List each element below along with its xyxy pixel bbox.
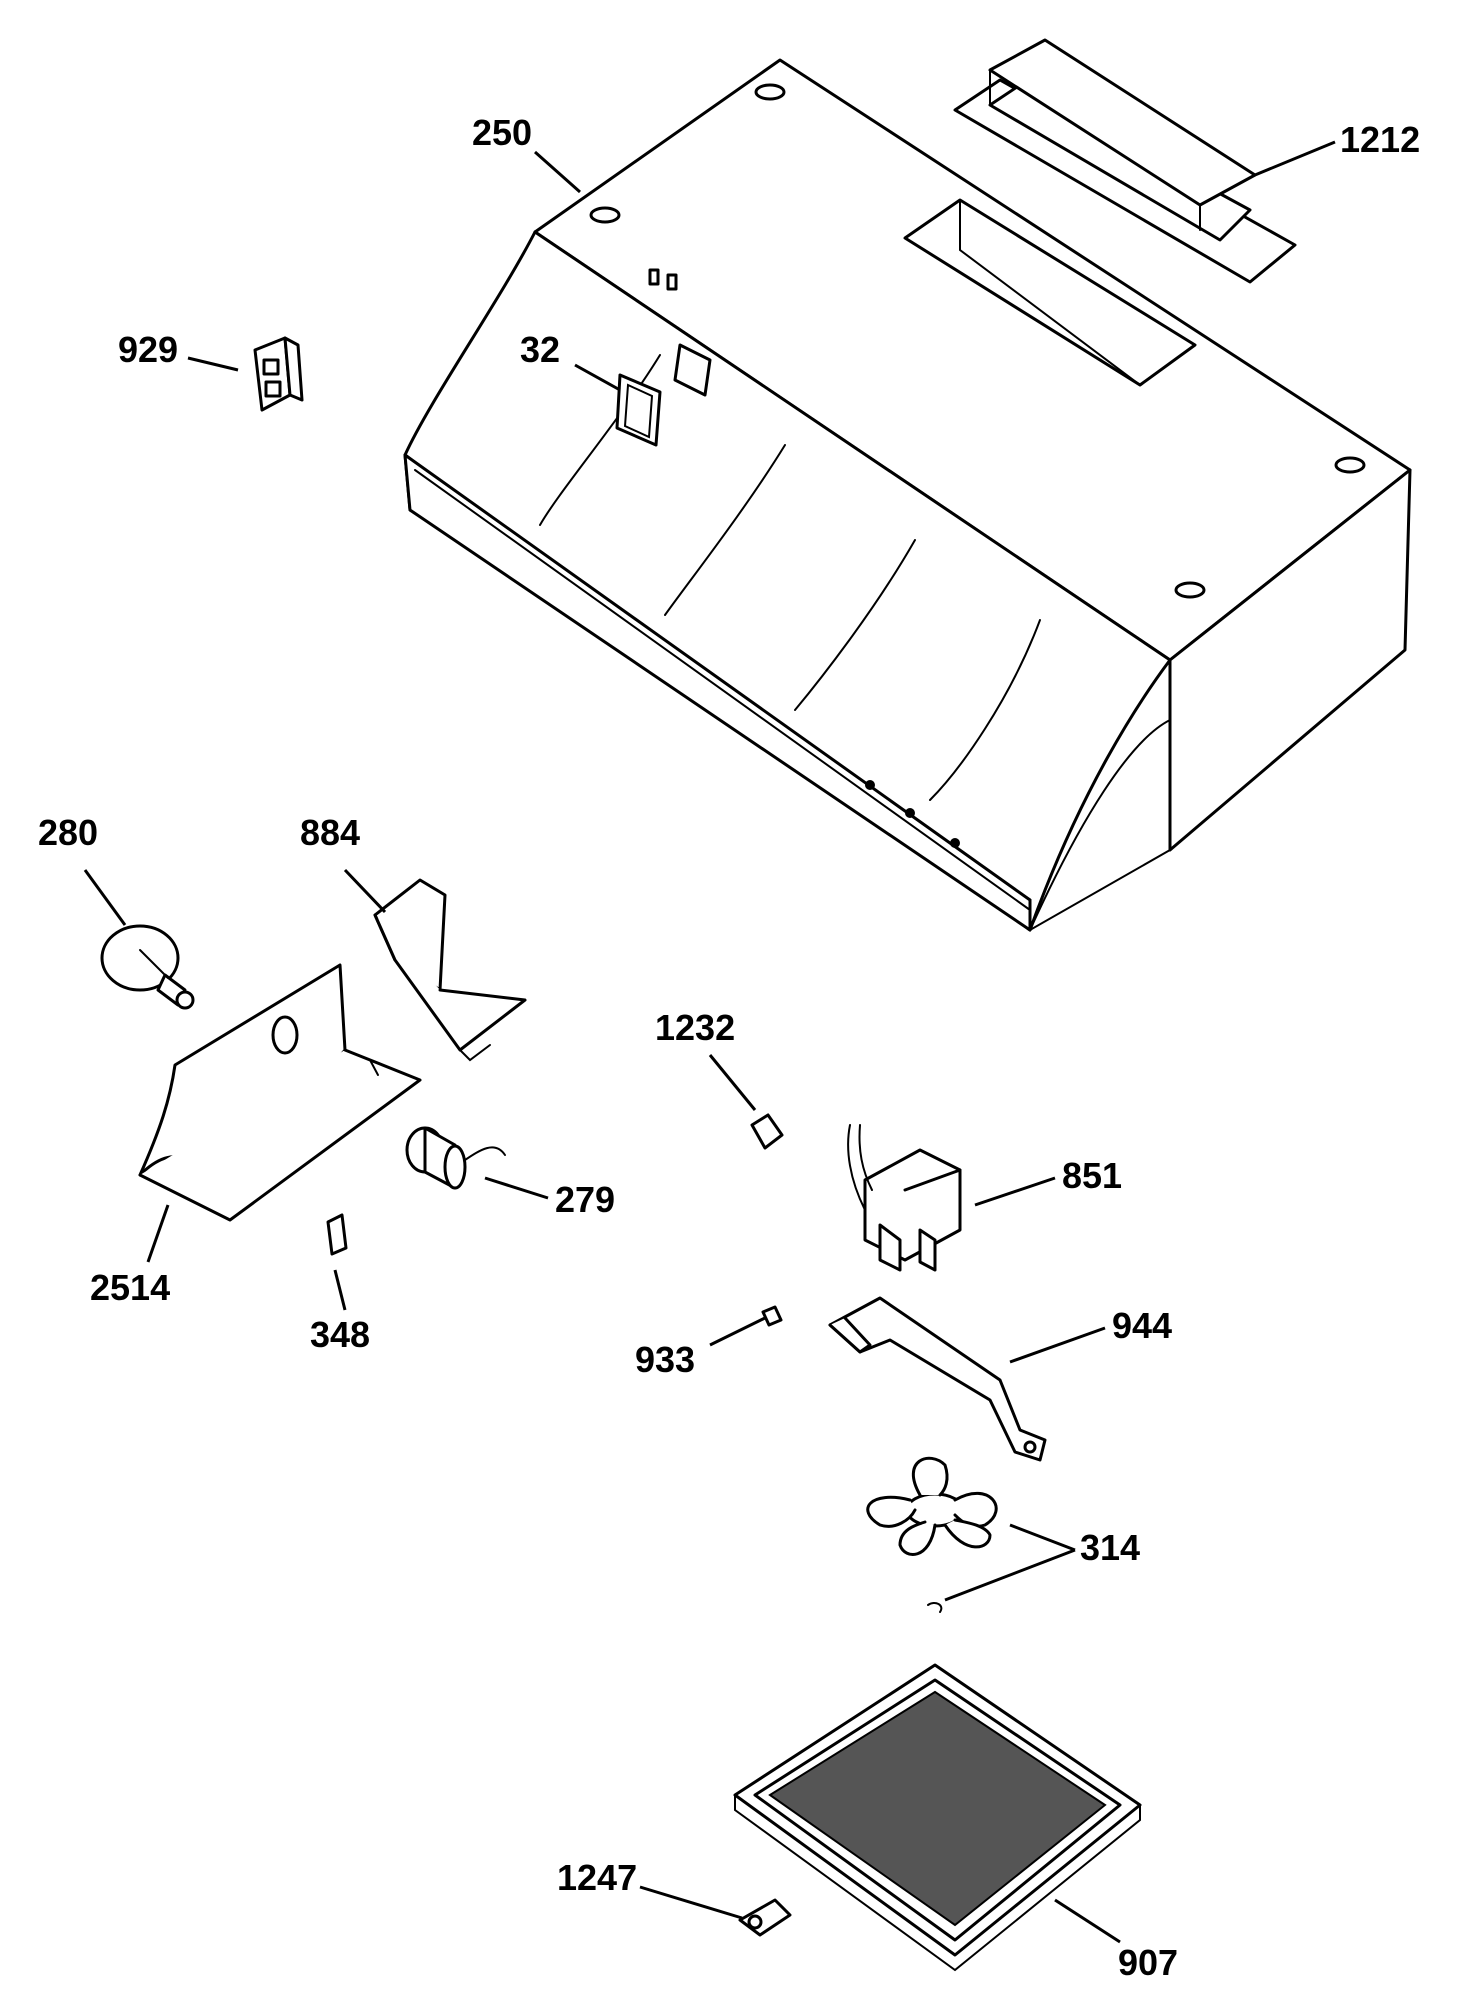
part-label-907: 907 (1118, 1942, 1178, 1983)
leader-1247 (639, 1885, 743, 1920)
duct-connector (953, 38, 1297, 284)
fastener (738, 1898, 792, 1937)
part-label-348: 348 (310, 1314, 370, 1355)
part-label-929: 929 (118, 329, 178, 370)
part-label-1247: 1247 (557, 1857, 637, 1898)
leader-250 (534, 150, 581, 194)
leader-32 (574, 363, 621, 392)
rocker-switch (253, 336, 304, 412)
part-label-250: 250 (472, 112, 532, 153)
screw (761, 1305, 783, 1327)
light-housing (138, 963, 422, 1222)
leader-851 (974, 1176, 1056, 1207)
leader-279 (484, 1176, 549, 1200)
grease-filter (733, 1663, 1142, 1972)
leader-907 (1054, 1898, 1121, 1944)
part-labels: 250 1212 929 32 280 884 279 2514 348 123… (38, 112, 1420, 1983)
leader-884 (343, 868, 387, 914)
part-label-279: 279 (555, 1179, 615, 1220)
part-label-1232: 1232 (655, 1007, 735, 1048)
leader-314-b (944, 1548, 1076, 1602)
part-label-884: 884 (300, 812, 360, 853)
part-label-851: 851 (1062, 1155, 1122, 1196)
leader-1212 (1254, 140, 1336, 177)
terminal (326, 1213, 348, 1256)
leader-lines (83, 140, 1336, 1944)
leader-280 (83, 869, 127, 926)
leader-1232 (708, 1054, 757, 1111)
switch-bezel (615, 373, 662, 447)
part-label-32: 32 (520, 329, 560, 370)
part-label-944: 944 (1112, 1305, 1172, 1346)
part-label-933: 933 (635, 1339, 695, 1380)
hood-body (403, 58, 1412, 932)
leader-944 (1009, 1326, 1106, 1364)
part-label-2514: 2514 (90, 1267, 170, 1308)
leader-2514 (146, 1204, 170, 1263)
part-label-314: 314 (1080, 1527, 1140, 1568)
capacitor (405, 1126, 506, 1190)
light-bulb (100, 924, 195, 1010)
leader-314-a (1009, 1523, 1076, 1552)
motor (847, 1124, 962, 1272)
leader-933 (709, 1316, 766, 1347)
leader-929 (187, 356, 239, 372)
part-label-280: 280 (38, 812, 98, 853)
part-label-1212: 1212 (1340, 119, 1420, 160)
clip (750, 1113, 784, 1150)
lamp-bracket (373, 878, 527, 1062)
fan-blade (866, 1456, 998, 1613)
motor-bracket (828, 1296, 1047, 1462)
leader-348 (333, 1269, 347, 1311)
